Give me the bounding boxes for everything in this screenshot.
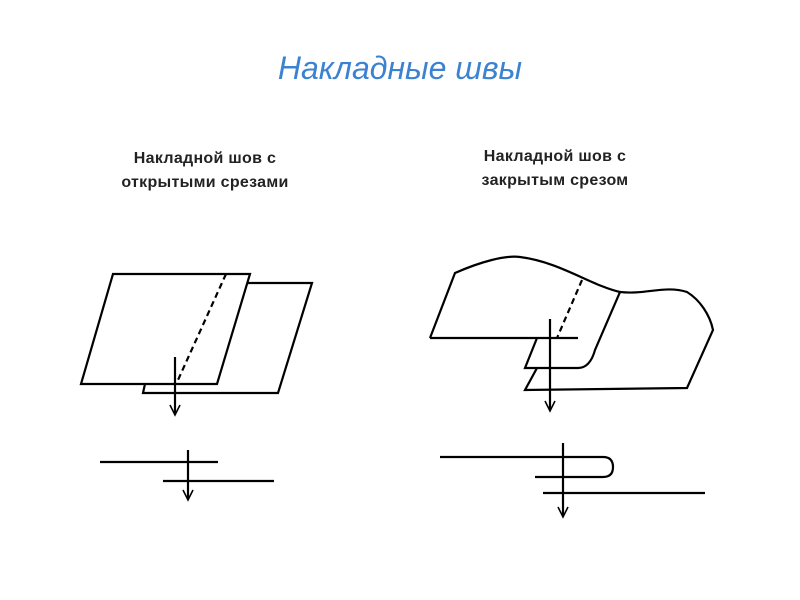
bottom-fabric-sheet [141,281,314,395]
right-caption-line2: закрытым срезом [481,172,629,189]
left-caption: Накладной шов с открытыми срезами [75,147,335,195]
left-caption-line1: Накладной шов с [133,150,277,167]
section-needle-arrow-icon [182,450,194,502]
needle-arrow-icon [169,357,181,417]
closed-seam-diagram [428,255,715,519]
left-caption-line2: открытыми срезами [121,174,289,191]
section-needle-arrow-icon [557,443,569,519]
stitch-line-dashed [176,273,228,381]
stitch-line-dashed [555,279,584,339]
slide-title: Накладные швы [277,50,523,86]
top-fabric-sheet [428,255,622,370]
bottom-fabric-sheet [523,288,715,392]
needle-arrow-icon [544,319,556,413]
right-caption: Накладной шов с закрытым срезом [425,145,685,193]
open-seam-diagram [79,272,314,502]
right-caption-line1: Накладной шов с [483,148,627,165]
top-fabric-sheet [79,272,252,386]
cross-section-folded-layer [440,455,615,479]
